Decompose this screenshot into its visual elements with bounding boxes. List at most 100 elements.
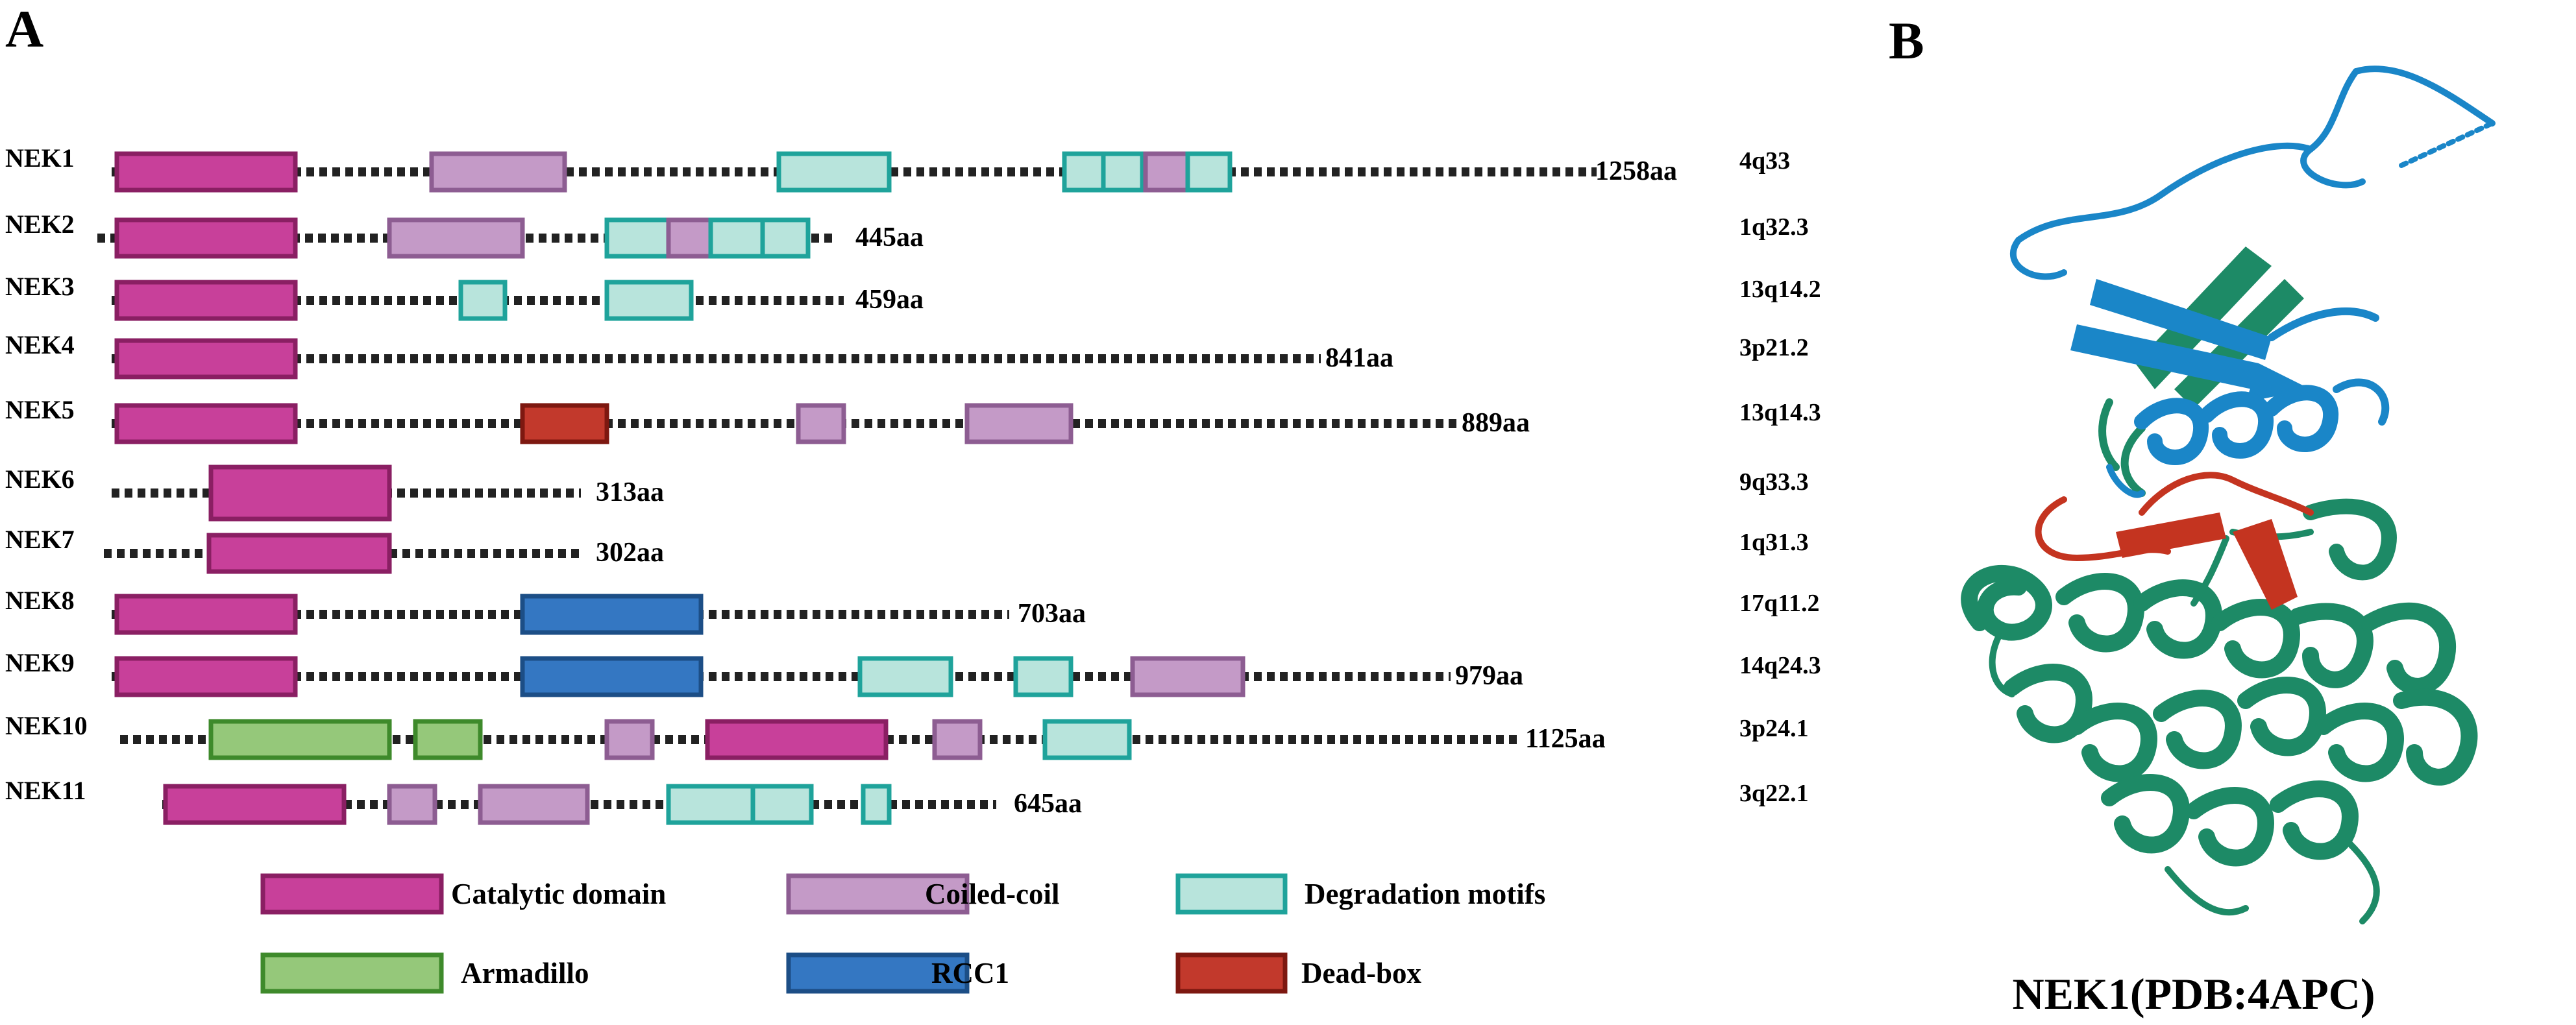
protein-row-nek9: NEK9 979aa 14q24.3 <box>5 648 1821 697</box>
structure-c-lobe <box>1961 498 2478 924</box>
chromosome-location: 4q33 <box>1739 147 1790 175</box>
protein-name: NEK9 <box>5 648 75 677</box>
domain-degradation <box>604 280 694 321</box>
protein-length: 302aa <box>596 538 664 568</box>
protein-name: NEK10 <box>5 711 88 740</box>
chromosome-location: 17q11.2 <box>1739 590 1820 617</box>
protein-name: NEK5 <box>5 395 75 424</box>
domain-catalytic <box>208 464 392 522</box>
protein-name: NEK8 <box>5 586 75 615</box>
structure-hinge-red <box>2035 472 2314 610</box>
domain-degradation <box>760 217 811 259</box>
domain-catalytic <box>114 338 298 380</box>
domain-degradation <box>1185 151 1233 193</box>
protein-name: NEK6 <box>5 464 75 494</box>
legend-item-coiled: Coiled-coil <box>786 873 1059 915</box>
legend-label: Degradation motifs <box>1305 878 1545 910</box>
domain-catalytic <box>206 533 392 574</box>
protein-length: 1125aa <box>1525 724 1606 754</box>
legend-swatch <box>260 952 444 994</box>
structure-caption: NEK1(PDB:4APC) <box>2012 969 2375 1019</box>
protein-length: 979aa <box>1455 661 1523 691</box>
domain-coiled <box>964 403 1073 444</box>
domain-degradation <box>666 784 755 825</box>
protein-row-nek7: NEK7 302aa 1q31.3 <box>5 525 1809 574</box>
legend-label: Dead-box <box>1301 957 1422 989</box>
domain-rcc1 <box>520 656 704 697</box>
protein-name: NEK2 <box>5 210 75 239</box>
protein-length: 841aa <box>1325 343 1393 373</box>
domain-degradation <box>861 784 892 825</box>
chromosome-location: 1q32.3 <box>1739 213 1809 241</box>
chromosome-location: 13q14.3 <box>1739 399 1821 426</box>
protein-row-nek4: NEK4 841aa 3p21.2 <box>5 330 1809 380</box>
domain-coiled <box>387 217 525 259</box>
domain-degradation <box>1013 656 1073 697</box>
panel-a-label: A <box>5 0 43 58</box>
chromosome-location: 13q14.2 <box>1739 276 1821 303</box>
legend-label: Catalytic domain <box>451 878 666 910</box>
domain-degradation <box>1101 151 1145 193</box>
legend-swatch <box>786 952 970 994</box>
legend-item-rcc1: RCC1 <box>786 952 1009 994</box>
legend-swatch <box>786 873 970 915</box>
protein-length: 703aa <box>1018 599 1086 629</box>
chromosome-location: 14q24.3 <box>1739 652 1821 679</box>
legend-label: Armadillo <box>461 957 589 989</box>
domain-coiled <box>478 784 590 825</box>
legend-item-deadbox: Dead-box <box>1175 952 1422 994</box>
structure-n-lobe-blue <box>2010 66 2496 498</box>
protein-length: 459aa <box>855 285 924 315</box>
domain-degradation <box>708 217 765 259</box>
domain-armadillo <box>208 719 392 760</box>
domain-degradation <box>458 280 508 321</box>
domain-deadbox <box>520 403 609 444</box>
domain-catalytic <box>114 403 298 444</box>
protein-row-nek8: NEK8 703aa 17q11.2 <box>5 586 1820 635</box>
chromosome-location: 3p21.2 <box>1739 334 1809 361</box>
domain-coiled <box>604 719 655 760</box>
protein-row-nek10: NEK10 1125aa 3p24.1 <box>5 711 1809 760</box>
domain-catalytic <box>114 594 298 635</box>
domain-coiled <box>1143 151 1190 193</box>
protein-row-nek1: NEK1 1258aa 4q33 <box>5 143 1790 193</box>
chromosome-location: 3q22.1 <box>1739 780 1809 807</box>
domain-degradation <box>1042 719 1132 760</box>
domain-coiled <box>387 784 437 825</box>
legend-swatch <box>260 873 444 915</box>
protein-name: NEK11 <box>5 776 86 805</box>
domain-degradation <box>776 151 892 193</box>
protein-name: NEK7 <box>5 525 75 554</box>
protein-length: 1258aa <box>1595 156 1677 186</box>
domain-catalytic <box>163 784 347 825</box>
domain-degradation <box>857 656 953 697</box>
protein-name: NEK4 <box>5 330 75 359</box>
legend-swatch <box>1175 873 1288 915</box>
legend-label: Coiled-coil <box>925 878 1059 910</box>
domain-catalytic <box>114 280 298 321</box>
nek1-structure-ribbon: NEK1(PDB:4APC) <box>1961 66 2496 1019</box>
legend-label: RCC1 <box>931 957 1009 989</box>
domain-coiled <box>932 719 983 760</box>
chromosome-location: 9q33.3 <box>1739 468 1809 496</box>
protein-name: NEK1 <box>5 143 75 173</box>
legend-swatch <box>1175 952 1288 994</box>
domain-degradation <box>750 784 814 825</box>
domain-catalytic <box>705 719 889 760</box>
domain-armadillo <box>413 719 483 760</box>
domain-catalytic <box>114 151 298 193</box>
legend-item-degradation: Degradation motifs <box>1175 873 1545 915</box>
domain-coiled <box>1130 656 1245 697</box>
chromosome-location: 1q31.3 <box>1739 529 1809 556</box>
domain-catalytic <box>114 217 298 259</box>
chromosome-location: 3p24.1 <box>1739 715 1809 742</box>
domain-coiled <box>796 403 846 444</box>
domain-degradation <box>1062 151 1106 193</box>
legend-item-catalytic: Catalytic domain <box>260 873 666 915</box>
legend-item-armadillo: Armadillo <box>260 952 589 994</box>
